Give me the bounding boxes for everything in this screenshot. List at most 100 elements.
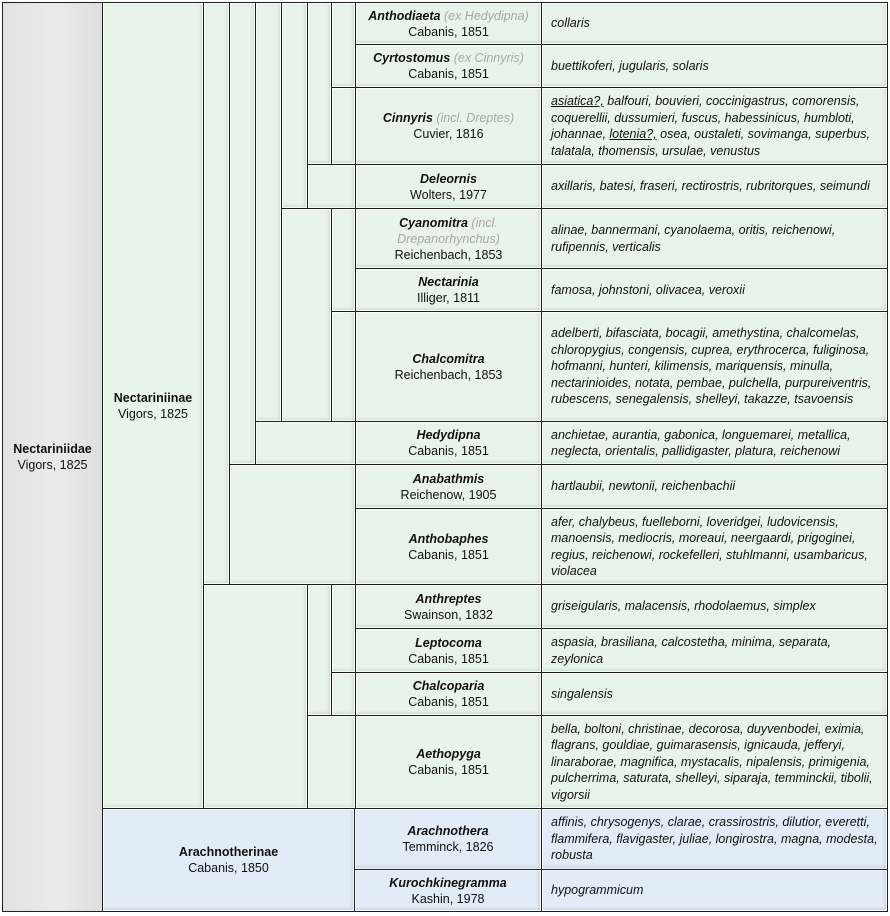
genus-name: Hedydipna: [416, 428, 481, 442]
genus-cell: Anabathmis Reichenow, 1905: [355, 464, 542, 509]
clade-cell: [331, 208, 356, 312]
genus-name: Cyrtostomus: [373, 51, 451, 65]
genus-author: Wolters, 1977: [410, 187, 487, 202]
genus-author: Swainson, 1832: [404, 607, 493, 622]
species-uncertain: asiatica?,: [551, 94, 604, 108]
subfamily-author: Cabanis, 1850: [188, 861, 269, 875]
clade-cell: [281, 2, 308, 209]
species-list: affinis, chrysogenys, clarae, crassirost…: [551, 815, 878, 863]
genus-name: Nectarinia: [418, 275, 479, 289]
clade-cell: [331, 87, 356, 165]
species-cell: affinis, chrysogenys, clarae, crassirost…: [541, 808, 888, 870]
subfamily-cell-arachnotherinae: Arachnotherinae Cabanis, 1850: [102, 808, 355, 912]
genus-name: Anabathmis: [412, 471, 485, 486]
genus-cell: Kurochkinegramma Kashin, 1978: [354, 869, 542, 912]
clade-cell: [331, 584, 356, 673]
genus-cell: Arachnothera Temminck, 1826: [354, 808, 542, 870]
species-cell: famosa, johnstoni, olivacea, veroxii: [541, 268, 888, 312]
species-cell: singalensis: [541, 672, 888, 716]
genus-cell: Hedydipna Cabanis, 1851: [355, 421, 542, 465]
genus-cell: Cyrtostomus (ex Cinnyris) Cabanis, 1851: [355, 44, 542, 88]
genus-cell: Deleornis Wolters, 1977: [355, 164, 542, 209]
species-list: afer, chalybeus, fuelleborni, loveridgei…: [551, 514, 868, 579]
genus-name: Chalcoparia: [412, 679, 485, 693]
species-list: anchietae, aurantia, gabonica, longuemar…: [551, 427, 851, 459]
species-cell: hypogrammicum: [541, 869, 888, 912]
genus-author: Cabanis, 1851: [408, 651, 489, 666]
species-list: collaris: [551, 16, 590, 31]
species-cell: collaris: [541, 2, 888, 45]
clade-cell: [331, 672, 356, 716]
clade-cell: [255, 421, 356, 465]
species-cell: adelberti, bifasciata, bocagii, amethyst…: [541, 311, 888, 422]
species-cell: bella, boltoni, christinae, decorosa, du…: [541, 715, 888, 809]
clade-cell: [229, 2, 256, 465]
genus-name: Cinnyris: [382, 111, 433, 125]
species-uncertain: lotenia?,: [609, 127, 657, 141]
genus-author: Cabanis, 1851: [408, 24, 489, 39]
genus-author: Cabanis, 1851: [408, 67, 489, 81]
genus-name: Cyanomitra: [399, 215, 468, 230]
genus-author: Temminck, 1826: [402, 840, 494, 854]
family-cell: Nectariniidae Vigors, 1825: [2, 2, 103, 912]
species-cell: griseigularis, malacensis, rhodolaemus, …: [541, 584, 888, 629]
genus-author: Kashin, 1978: [411, 891, 485, 906]
subfamily-author: Vigors, 1825: [118, 406, 188, 421]
species-list: singalensis: [551, 686, 613, 701]
clade-cell: [307, 2, 332, 165]
species-list: alinae, bannermani, cyanolaema, oritis, …: [551, 223, 836, 254]
clade-cell: [229, 464, 356, 585]
genus-note: (incl. Drepanorhynchus): [397, 215, 500, 246]
species-list: buettikoferi, jugularis, solaris: [551, 58, 709, 73]
genus-name: Aethopyga: [416, 747, 481, 761]
clade-cell: [203, 584, 308, 809]
species-text: osea, oustaleti, sovimanga, superbus, ta…: [551, 127, 870, 158]
genus-cell: Nectarinia Illiger, 1811: [355, 268, 542, 312]
genus-name: Arachnothera: [407, 824, 489, 838]
species-cell: aspasia, brasiliana, calcostetha, minima…: [541, 628, 888, 673]
genus-cell: Chalcomitra Reichenbach, 1853: [355, 311, 542, 422]
genus-cell: Leptocoma Cabanis, 1851: [355, 628, 542, 673]
genus-note: (incl. Dreptes): [436, 111, 515, 125]
subfamily-name: Arachnotherinae: [178, 845, 279, 859]
genus-cell: Aethopyga Cabanis, 1851: [355, 715, 542, 809]
family-author: Vigors, 1825: [17, 458, 88, 472]
species-list: adelberti, bifasciata, bocagii, amethyst…: [551, 326, 872, 407]
genus-author: Reichenbach, 1853: [394, 247, 503, 262]
genus-name: Kurochkinegramma: [389, 875, 507, 890]
genus-note: (ex Cinnyris): [453, 51, 524, 65]
genus-author: Cuvier, 1816: [413, 127, 484, 141]
clade-cell: [281, 208, 332, 422]
genus-note: (ex Hedydipna): [443, 8, 529, 23]
species-list: hartlaubii, newtonii, reichenbachii: [551, 479, 736, 494]
species-list: aspasia, brasiliana, calcostetha, minima…: [551, 635, 832, 666]
clade-cell: [307, 715, 356, 809]
genus-author: Cabanis, 1851: [408, 547, 489, 562]
genus-author: Cabanis, 1851: [408, 695, 489, 709]
clade-cell: [307, 164, 356, 209]
species-list: bella, boltoni, christinae, decorosa, du…: [551, 721, 873, 802]
clade-cell: [331, 2, 356, 88]
species-list: asiatica?, balfouri, bouvieri, cocciniga…: [551, 93, 879, 159]
species-list: axillaris, batesi, fraseri, rectirostris…: [551, 179, 870, 194]
genus-cell: Anthobaphes Cabanis, 1851: [355, 508, 542, 585]
genus-name: Anthodiaeta: [368, 8, 441, 23]
clade-cell: [331, 311, 356, 422]
species-cell: axillaris, batesi, fraseri, rectirostris…: [541, 164, 888, 209]
species-cell: anchietae, aurantia, gabonica, longuemar…: [541, 421, 888, 465]
genus-cell: Anthodiaeta (ex Hedydipna) Cabanis, 1851: [355, 2, 542, 45]
species-cell: alinae, bannermani, cyanolaema, oritis, …: [541, 208, 888, 269]
genus-cell: Chalcoparia Cabanis, 1851: [355, 672, 542, 716]
genus-cell: Cinnyris (incl. Dreptes) Cuvier, 1816: [355, 87, 542, 165]
species-cell: asiatica?, balfouri, bouvieri, cocciniga…: [541, 87, 888, 165]
species-list: griseigularis, malacensis, rhodolaemus, …: [551, 599, 816, 614]
species-cell: buettikoferi, jugularis, solaris: [541, 44, 888, 88]
genus-name: Leptocoma: [415, 635, 482, 650]
genus-author: Reichenbach, 1853: [394, 367, 503, 382]
species-list: hypogrammicum: [551, 883, 644, 898]
genus-name: Anthreptes: [415, 591, 482, 606]
genus-name: Deleornis: [420, 171, 477, 186]
clade-cell: [255, 2, 282, 422]
species-text: balfouri, bouvieri, coccinigastrus, como…: [551, 94, 860, 141]
